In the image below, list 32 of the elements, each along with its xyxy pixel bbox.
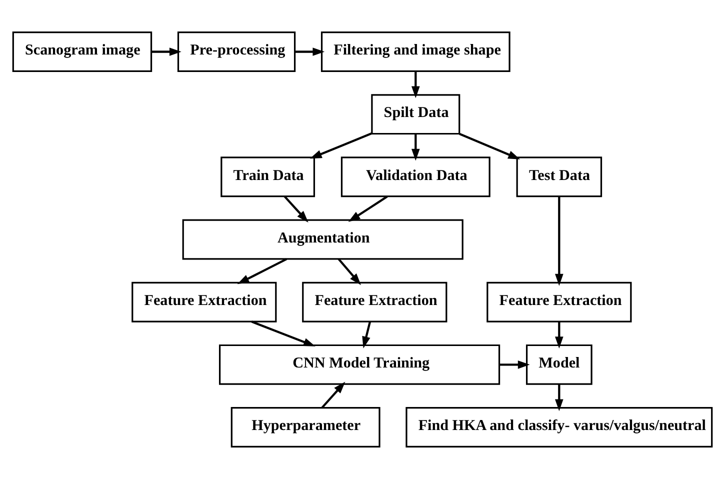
node-box: Validation Data [340, 156, 490, 198]
arrow [348, 196, 388, 222]
arrow [555, 384, 564, 412]
arrow [500, 360, 530, 369]
arrow [152, 48, 182, 56]
arrow [284, 196, 308, 222]
node-box: Pre-processing [177, 32, 296, 72]
node-box: CNN Model Training [218, 344, 500, 385]
node-box: Model [526, 344, 592, 385]
arrow [321, 382, 346, 409]
arrow [251, 320, 316, 346]
node-box: Test Data [516, 156, 602, 198]
arrow [411, 71, 420, 98]
node-box: Feature Extraction [302, 282, 448, 322]
arrow [555, 322, 564, 349]
arrow [237, 258, 288, 284]
arrow [459, 132, 520, 160]
arrow [555, 196, 564, 286]
node-box: Feature Extraction [486, 282, 632, 322]
arrow [362, 321, 372, 348]
node-box: Find HKA and classify- varus/valgus/neutral [406, 407, 713, 448]
node-box: Spilt Data [371, 94, 460, 135]
arrow [338, 258, 362, 286]
node-box: Hyperparameter [230, 407, 380, 448]
arrow [310, 132, 372, 159]
node-box: Scanogram image [12, 32, 152, 72]
arrow [411, 134, 420, 161]
node-box: Filtering and image shape [320, 32, 510, 72]
node-box: Train Data [220, 156, 316, 198]
node-box: Feature Extraction [132, 282, 277, 322]
node-box: Augmentation [182, 219, 464, 260]
arrow [294, 48, 325, 56]
